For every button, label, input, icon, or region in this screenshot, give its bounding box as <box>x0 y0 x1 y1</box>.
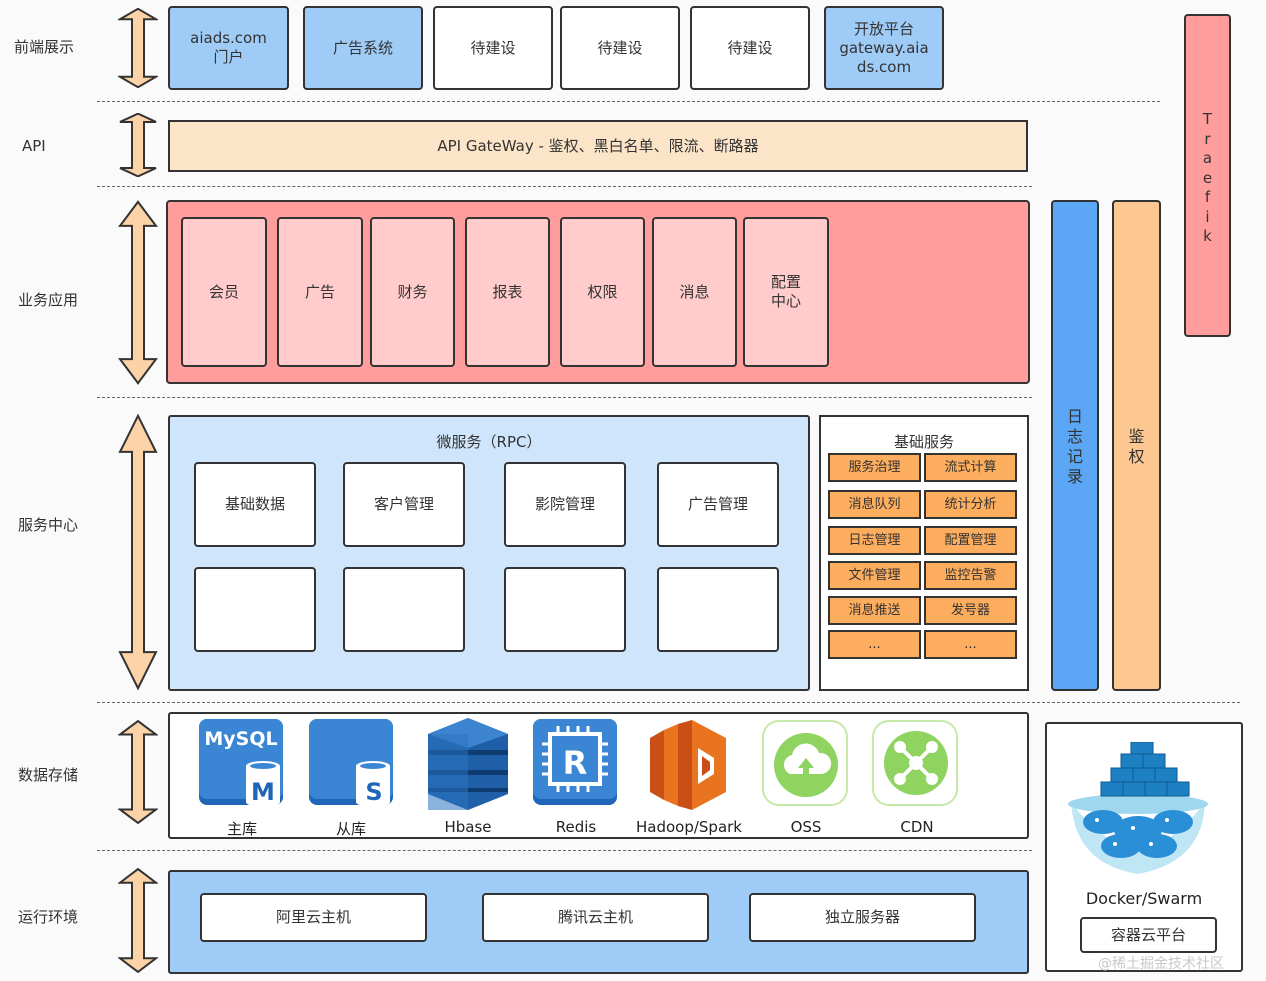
traefik-label: T r a e f i k <box>1202 110 1213 245</box>
basic-service-item: 服务治理 <box>828 453 921 482</box>
storage-label-slave: 从库 <box>335 820 366 838</box>
redis-icon: R <box>533 719 617 805</box>
layer-label-business: 业务应用 <box>18 291 79 309</box>
layer-arrow-business <box>118 200 158 385</box>
docker-title: Docker/Swarm <box>1085 889 1203 908</box>
business-app-message: 消息 <box>652 217 737 367</box>
runtime-item-tencent: 腾讯云主机 <box>482 893 709 942</box>
basic-service-item: 消息推送 <box>828 596 921 625</box>
basic-service-title: 基础服务 <box>893 433 954 451</box>
layer-label-frontend: 前端展示 <box>14 38 75 56</box>
storage-label-redis: Redis <box>555 818 597 836</box>
layer-divider <box>97 397 1032 398</box>
layer-divider <box>97 101 1160 102</box>
frontend-box-pending: 待建设 <box>433 6 553 90</box>
layer-arrow-service <box>118 413 158 691</box>
storage-label-cdn: CDN <box>900 818 934 836</box>
basic-service-item: 日志管理 <box>828 526 921 555</box>
layer-arrow-api <box>119 113 157 177</box>
svg-text:S: S <box>365 778 382 806</box>
log-record-bar: 日 志 记 录 <box>1051 200 1099 691</box>
api-gateway-box: API GateWay - 鉴权、黑白名单、限流、断路器 <box>168 120 1028 172</box>
microservice-item: 客户管理 <box>343 462 465 547</box>
layer-label-storage: 数据存储 <box>18 766 79 784</box>
basic-service-item: 统计分析 <box>924 490 1017 519</box>
svg-text:M: M <box>251 778 275 806</box>
microservice-item-empty <box>504 567 626 652</box>
log-record-label: 日 志 记 录 <box>1066 407 1083 486</box>
microservice-item-empty <box>194 567 316 652</box>
auth-bar: 鉴 权 <box>1112 200 1161 691</box>
layer-label-api: API <box>22 137 46 155</box>
layer-arrow-storage <box>118 720 158 824</box>
basic-service-item: 监控告警 <box>924 561 1017 590</box>
storage-label-master: 主库 <box>226 820 257 838</box>
layer-label-runtime: 运行环境 <box>18 908 79 926</box>
storage-label-hadoop-spark: Hadoop/Spark <box>635 818 742 836</box>
traefik-bar: T r a e f i k <box>1184 14 1231 337</box>
basic-service-item: 消息队列 <box>828 490 921 519</box>
business-app-member: 会员 <box>181 217 267 367</box>
microservice-item-empty <box>343 567 465 652</box>
layer-arrow-frontend <box>119 8 157 88</box>
layer-arrow-runtime <box>118 868 158 973</box>
basic-service-item: ... <box>924 630 1017 659</box>
storage-label-hbase: Hbase <box>444 818 492 836</box>
mysql-slave-icon: S <box>309 719 393 807</box>
basic-service-item: 配置管理 <box>924 526 1017 555</box>
cdn-icon <box>872 720 958 806</box>
frontend-box-pending: 待建设 <box>690 6 810 90</box>
frontend-box-ad-system: 广告系统 <box>303 6 423 90</box>
mysql-master-icon: MySQL M <box>199 719 283 807</box>
frontend-box-pending: 待建设 <box>560 6 680 90</box>
microservice-title: 微服务（RPC） <box>436 433 542 451</box>
basic-service-item: 文件管理 <box>828 561 921 590</box>
docker-whale-icon <box>1068 742 1208 874</box>
frontend-box-portal: aiads.com 门户 <box>168 6 289 90</box>
business-app-permission: 权限 <box>560 217 645 367</box>
auth-label: 鉴 权 <box>1128 427 1145 466</box>
storage-label-oss: OSS <box>790 818 822 836</box>
layer-divider <box>97 702 1240 703</box>
microservice-item-empty <box>657 567 779 652</box>
basic-service-item: 流式计算 <box>924 453 1017 482</box>
frontend-box-open-platform: 开放平台 gateway.aia ds.com <box>824 6 944 90</box>
svg-text:MySQL: MySQL <box>204 728 277 750</box>
business-app-config-center: 配置 中心 <box>743 217 829 367</box>
layer-divider <box>97 850 1032 851</box>
layer-divider <box>97 186 1032 187</box>
business-app-ad: 广告 <box>277 217 363 367</box>
svg-text:R: R <box>563 744 588 782</box>
business-app-report: 报表 <box>465 217 550 367</box>
runtime-item-aliyun: 阿里云主机 <box>200 893 427 942</box>
basic-service-item: ... <box>828 630 921 659</box>
watermark: @稀土掘金技术社区 <box>1098 956 1224 972</box>
layer-label-service: 服务中心 <box>18 516 79 534</box>
basic-service-item: 发号器 <box>924 596 1017 625</box>
oss-icon <box>762 720 848 806</box>
container-platform-box: 容器云平台 <box>1080 917 1217 953</box>
hbase-icon <box>428 718 508 810</box>
microservice-item: 影院管理 <box>504 462 626 547</box>
business-app-finance: 财务 <box>370 217 455 367</box>
microservice-item: 广告管理 <box>657 462 779 547</box>
runtime-item-dedicated: 独立服务器 <box>749 893 976 942</box>
hadoop-spark-icon <box>650 720 726 810</box>
microservice-item: 基础数据 <box>194 462 316 547</box>
